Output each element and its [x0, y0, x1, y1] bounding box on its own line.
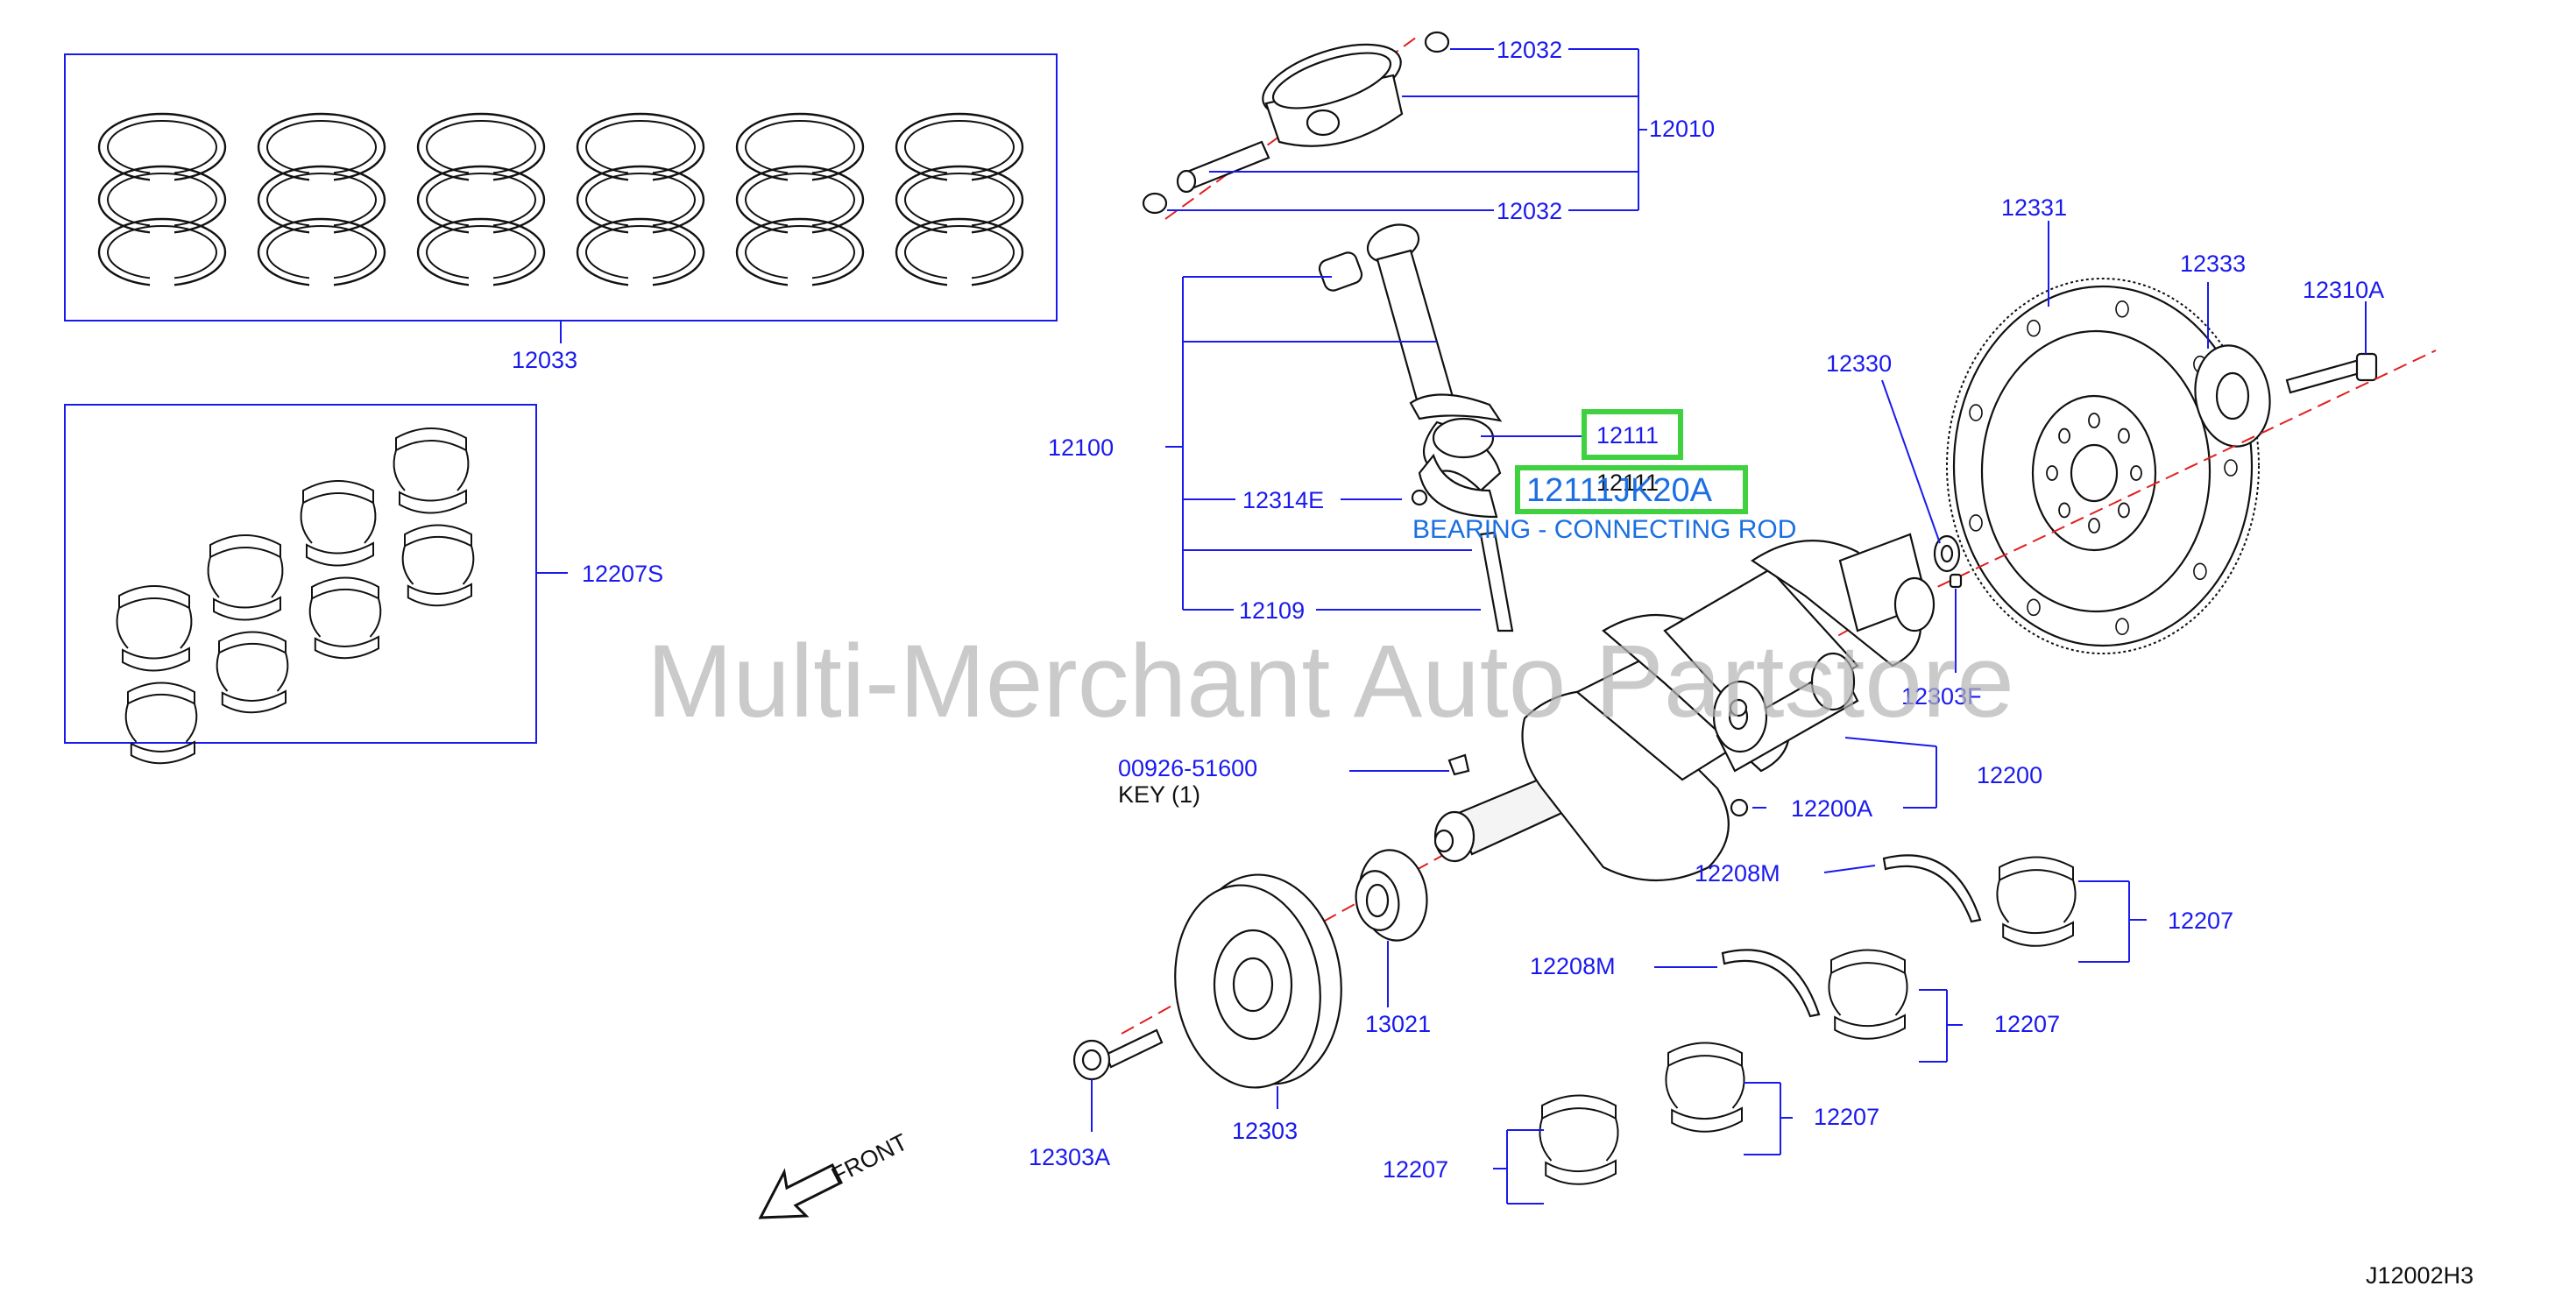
crank-pin-plug[interactable]	[1729, 698, 1749, 817]
piston-ring-stack[interactable]	[735, 112, 865, 287]
diagram-code: J12002H3	[2366, 1262, 2473, 1289]
crankshaft[interactable]	[1121, 533, 1936, 1035]
bearing-shell[interactable]	[300, 480, 377, 567]
thrust-washer-upper[interactable]	[1882, 854, 1982, 923]
crank-pulley[interactable]	[1163, 865, 1355, 1097]
callout-12033[interactable]: 12033	[512, 347, 577, 373]
front-label: FRONT	[827, 1128, 911, 1189]
piston-ring-box	[64, 53, 1058, 321]
flywheel-plate[interactable]	[2188, 340, 2278, 453]
piston-ring-stack[interactable]	[97, 112, 227, 287]
bearing-shell[interactable]	[124, 682, 198, 765]
crank-sprocket[interactable]	[1351, 844, 1433, 946]
selected-part-highlight	[1515, 409, 1748, 514]
callout-12111[interactable]: 12111	[1596, 422, 1659, 449]
selected-part-description: BEARING - CONNECTING ROD	[1412, 515, 1796, 544]
bearing-shell[interactable]	[207, 534, 284, 621]
bearing-shell[interactable]	[216, 631, 289, 714]
bearing-shell[interactable]	[1828, 949, 1908, 1040]
bearing-shell[interactable]	[116, 585, 193, 672]
callout-12100[interactable]: 12100	[1048, 435, 1114, 461]
main-bearing-box	[64, 404, 537, 765]
callout-12032-bottom[interactable]: 12032	[1497, 198, 1562, 224]
callout-12303[interactable]: 12303	[1232, 1118, 1298, 1144]
callout-12200[interactable]: 12200	[1977, 762, 2042, 788]
callout-12207-b[interactable]: 12207	[1994, 1011, 2060, 1037]
leader-lines	[536, 48, 2367, 1205]
watermark: Multi-Merchant Auto Partstore	[647, 624, 2014, 739]
bearing-shell[interactable]	[308, 576, 382, 660]
callout-12333[interactable]: 12333	[2180, 251, 2246, 277]
bearing-shell[interactable]	[1665, 1042, 1745, 1133]
bearing-shell[interactable]	[1539, 1094, 1619, 1185]
woodruff-key[interactable]	[1447, 753, 1470, 776]
callout-labels: 12032 12010 12032 12033 12100 12111 1211…	[512, 37, 2384, 1183]
bearing-shell[interactable]	[393, 427, 470, 514]
callout-00926-51600[interactable]: 00926-51600	[1118, 755, 1257, 781]
connecting-rod[interactable]	[1317, 218, 1514, 632]
callout-12310A[interactable]: 12310A	[2303, 277, 2384, 303]
callout-12207-a[interactable]: 12207	[2168, 908, 2233, 934]
callout-12303F[interactable]: 12303F	[1901, 683, 1982, 710]
callout-12208M-lower[interactable]: 12208M	[1530, 953, 1616, 979]
callout-12207-d[interactable]: 12207	[1383, 1156, 1448, 1183]
piston[interactable]	[1142, 30, 1450, 220]
flywheel-bolt[interactable]	[2285, 352, 2378, 394]
callout-12111-ghost: 12111	[1596, 470, 1659, 496]
bearing-shell[interactable]	[1996, 856, 2077, 947]
callout-12208M-upper[interactable]: 12208M	[1695, 860, 1780, 887]
callout-13021[interactable]: 13021	[1365, 1011, 1431, 1037]
key-note: KEY (1)	[1118, 781, 1200, 808]
callout-12314E[interactable]: 12314E	[1242, 487, 1324, 513]
callout-12109[interactable]: 12109	[1239, 597, 1305, 624]
callout-12010[interactable]: 12010	[1649, 116, 1715, 142]
flywheel[interactable]	[1946, 278, 2260, 654]
thrust-washer-lower[interactable]	[1721, 949, 1821, 1018]
callout-12032-top[interactable]: 12032	[1497, 37, 1562, 63]
callout-12331[interactable]: 12331	[2001, 194, 2067, 221]
pulley-bolt[interactable]	[1072, 1028, 1164, 1081]
front-arrow-icon	[758, 1162, 844, 1219]
callout-12330[interactable]: 12330	[1826, 350, 1892, 377]
piston-ring-stack[interactable]	[895, 112, 1024, 287]
selected-part-number[interactable]: 12111JK20A	[1526, 472, 1713, 509]
callout-12207S[interactable]: 12207S	[582, 561, 663, 587]
pilot-bushing[interactable]	[1933, 534, 1963, 589]
callout-12207-c[interactable]: 12207	[1814, 1104, 1879, 1130]
piston-ring-stack[interactable]	[257, 112, 386, 287]
piston-ring-stack[interactable]	[576, 112, 705, 287]
callout-12200A[interactable]: 12200A	[1791, 795, 1872, 822]
bearing-shell[interactable]	[401, 524, 475, 607]
callout-12303A[interactable]: 12303A	[1029, 1144, 1110, 1170]
piston-ring-stack[interactable]	[416, 112, 546, 287]
